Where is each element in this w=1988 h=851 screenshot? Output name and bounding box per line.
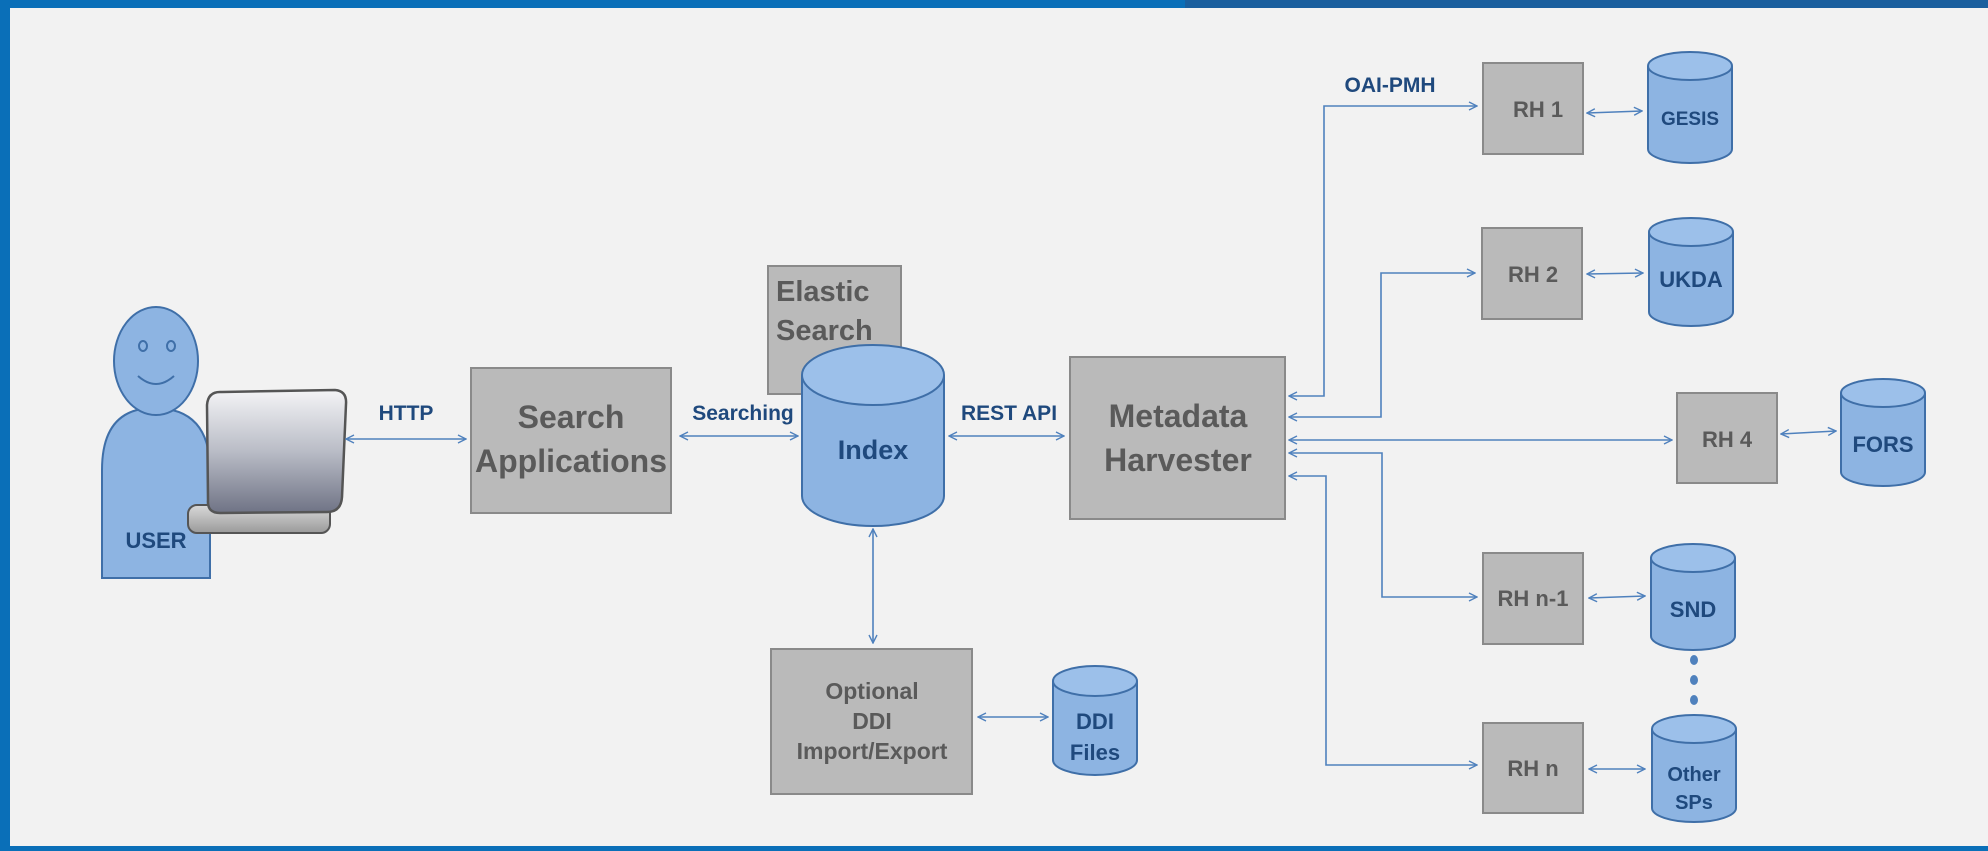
http-label: HTTP — [379, 402, 434, 425]
ddi-files-cylinder: DDI Files — [1052, 665, 1138, 776]
user-head — [113, 306, 199, 416]
index-label: Index — [838, 435, 909, 465]
rh1-label: RH 1 — [1513, 97, 1563, 122]
metadata-harvester-line2: Harvester — [1104, 442, 1252, 478]
user-figure: USER — [101, 306, 348, 579]
metadata-harvester-line1: Metadata — [1109, 398, 1248, 434]
optional-ddi-line3: Import/Export — [797, 738, 948, 764]
fors-cylinder: FORS — [1840, 378, 1926, 487]
snd-cylinder: SND — [1650, 543, 1736, 651]
index-cylinder: Index — [801, 344, 945, 527]
elastic-search-line2: Search — [776, 315, 873, 347]
ukda-cylinder: UKDA — [1648, 217, 1734, 327]
searching-label: Searching — [692, 402, 794, 425]
oai-pmh-label: OAI-PMH — [1345, 74, 1436, 97]
frame-top-accent — [1185, 0, 1988, 8]
search-applications-line1: Search — [518, 399, 625, 435]
rh2-connector — [1289, 273, 1475, 417]
rh2-box: RH 2 — [1481, 227, 1583, 320]
rhn-label: RH n — [1507, 756, 1558, 781]
user-eye-right — [166, 340, 176, 352]
other-sps-line2: SPs — [1675, 792, 1713, 814]
rh1-gesis-connector — [1587, 111, 1642, 113]
gesis-cylinder: GESIS — [1647, 51, 1733, 164]
laptop-screen — [205, 388, 348, 515]
search-applications-line2: Applications — [475, 443, 667, 479]
gesis-label: GESIS — [1661, 109, 1719, 130]
rh1-box: RH 1 — [1482, 62, 1584, 155]
user-smile — [137, 375, 175, 385]
rhn-box: RH n — [1482, 722, 1584, 814]
rhn1-snd-connector — [1589, 596, 1645, 598]
rh4-fors-connector — [1781, 431, 1836, 434]
rh2-label: RH 2 — [1508, 262, 1558, 287]
rest-api-label: REST API — [961, 402, 1057, 425]
metadata-harvester-box: Metadata Harvester — [1069, 356, 1286, 520]
optional-ddi-box: Optional DDI Import/Export — [770, 648, 973, 795]
rh2-ukda-connector — [1587, 273, 1643, 274]
rhn1-box: RH n-1 — [1482, 552, 1584, 645]
rh4-label: RH 4 — [1702, 427, 1753, 452]
fors-label: FORS — [1852, 432, 1913, 457]
ddi-files-line2: Files — [1070, 740, 1120, 765]
search-applications-box: Search Applications — [470, 367, 672, 514]
rhn-connector — [1289, 476, 1477, 765]
optional-ddi-line2: DDI — [852, 708, 892, 734]
ddi-files-line1: DDI — [1076, 709, 1114, 734]
ukda-label: UKDA — [1659, 267, 1723, 292]
other-sps-line1: Other — [1667, 764, 1721, 786]
snd-label: SND — [1670, 597, 1716, 622]
rhn1-label: RH n-1 — [1498, 586, 1569, 611]
more-repositories-ellipsis — [1690, 655, 1698, 705]
user-label: USER — [125, 528, 186, 553]
user-eye-left — [138, 340, 148, 352]
elastic-search-line1: Elastic — [776, 276, 870, 308]
optional-ddi-line1: Optional — [825, 678, 918, 704]
other-sps-cylinder: Other SPs — [1651, 714, 1737, 823]
rh4-box: RH 4 — [1676, 392, 1778, 484]
